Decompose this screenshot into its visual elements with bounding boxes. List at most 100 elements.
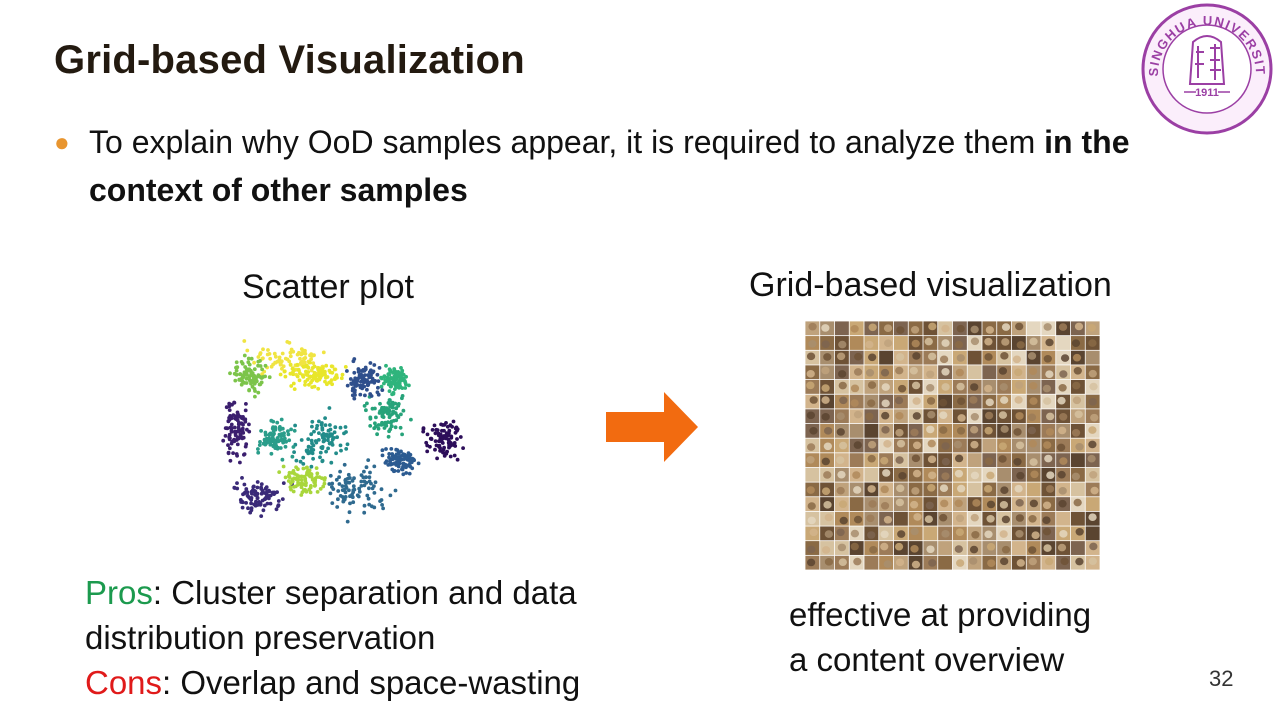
grid-thumbnail-detail [1058, 384, 1067, 392]
scatter-point [251, 375, 256, 380]
grid-thumbnail-detail [1072, 456, 1082, 464]
grid-description: effective at providing a content overvie… [789, 592, 1091, 682]
scatter-point [376, 392, 381, 397]
grid-thumbnail-detail [1075, 516, 1084, 525]
scatter-point [379, 384, 384, 389]
grid-thumbnail-detail [807, 470, 817, 479]
grid-thumbnail-detail [806, 370, 815, 378]
scatter-point [287, 438, 292, 443]
scatter-point [366, 458, 371, 462]
scatter-point [261, 356, 265, 361]
scatter-point [227, 408, 232, 412]
grid-thumbnail-detail [807, 545, 816, 554]
scatter-point [372, 491, 377, 495]
scatter-point [316, 386, 321, 391]
scatter-point [240, 476, 244, 480]
scatter-point [223, 426, 228, 430]
scatter-point [239, 421, 244, 426]
scatter-point [390, 381, 395, 386]
grid-thumbnail-detail [972, 499, 981, 507]
grid-thumbnail-detail [970, 425, 979, 434]
scatter-point [242, 491, 247, 496]
scatter-point [289, 481, 293, 486]
grid-thumbnail-detail [1028, 367, 1038, 376]
scatter-point [399, 449, 403, 454]
scatter-point [400, 432, 404, 437]
grid-thumbnail-detail [838, 381, 847, 390]
grid-thumbnail-detail [1000, 396, 1009, 404]
scatter-point [432, 423, 437, 428]
grid-thumbnail-detail [1088, 440, 1097, 449]
scatter-point [265, 501, 270, 506]
grid-thumbnail-detail [1090, 486, 1099, 495]
right-arrow-icon [606, 392, 698, 462]
scatter-point [396, 464, 401, 469]
scatter-point [350, 492, 354, 497]
grid-thumbnail-detail [987, 559, 996, 567]
grid-thumbnail-detail [1014, 396, 1023, 404]
scatter-point [328, 491, 333, 496]
grid-thumbnail-detail [955, 528, 965, 536]
scatter-point [343, 365, 348, 369]
scatter-point [340, 484, 345, 488]
grid-thumbnail-detail [821, 366, 830, 375]
scatter-point [374, 415, 378, 420]
scatter-point [321, 350, 326, 355]
scatter-point [357, 489, 362, 494]
scatter-point [396, 403, 401, 408]
scatter-point [286, 432, 291, 437]
scatter-point [343, 425, 348, 429]
scatter-point [280, 351, 285, 356]
grid-thumbnail-detail [942, 557, 951, 566]
grid-description-line-2: a content overview [789, 641, 1065, 678]
grid-thumbnail-detail [985, 326, 995, 334]
scatter-point [394, 377, 399, 381]
grid-thumbnail-detail [939, 398, 948, 407]
grid-thumbnail-detail [1088, 398, 1097, 406]
scatter-point [343, 490, 348, 495]
grid-thumbnail-detail [941, 442, 950, 450]
scatter-point [362, 503, 367, 508]
scatter-point [256, 355, 261, 359]
scatter-point [345, 480, 349, 485]
scatter-point [242, 339, 247, 343]
grid-thumbnail-detail [1000, 352, 1009, 360]
grid-thumbnail-detail [821, 324, 830, 332]
scatter-point [372, 380, 377, 385]
scatter-point [255, 503, 260, 507]
scatter-point [302, 356, 307, 361]
scatter-point [224, 405, 229, 410]
scatter-point [395, 413, 400, 418]
scatter-point [239, 382, 244, 387]
scatter-point [299, 477, 304, 482]
grid-thumbnail-detail [984, 530, 993, 539]
scatter-point [343, 484, 348, 488]
scatter-point [232, 371, 237, 376]
scatter-point [396, 461, 401, 466]
scatter-point [346, 472, 351, 477]
scatter-point [299, 485, 304, 490]
scatter-point [296, 467, 300, 472]
scatter-point [263, 430, 268, 435]
grid-thumbnail-detail [970, 355, 979, 363]
scatter-point [363, 393, 367, 398]
grid-thumbnail-detail [839, 516, 848, 525]
scatter-point [458, 435, 463, 439]
grid-thumbnail-detail [928, 352, 937, 361]
scatter-point [410, 466, 415, 471]
grid-thumbnail-detail [1045, 557, 1054, 566]
grid-thumbnail-detail [969, 396, 978, 404]
grid-thumbnail-detail [1088, 339, 1097, 347]
scatter-point [254, 499, 258, 504]
scatter-point [316, 367, 321, 372]
scatter-point [371, 369, 376, 374]
grid-thumbnail-detail [1089, 470, 1098, 479]
scatter-point [236, 425, 241, 430]
scatter-point [249, 501, 253, 506]
scatter-point [324, 432, 329, 437]
scatter-point [325, 382, 329, 387]
grid-thumbnail-detail [1045, 370, 1054, 379]
scatter-point [292, 472, 297, 476]
scatter-point [238, 460, 242, 465]
grid-thumbnail-detail [953, 440, 963, 449]
